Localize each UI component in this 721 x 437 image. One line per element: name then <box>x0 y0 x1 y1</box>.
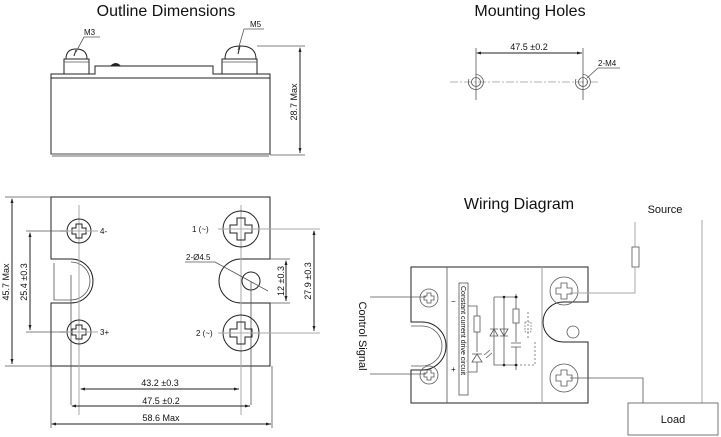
wiring-title: Wiring Diagram <box>464 196 574 213</box>
drive-circuit-box <box>458 282 469 396</box>
relay-body-top <box>50 196 271 367</box>
minus-sign: − <box>451 297 456 306</box>
plus-sign: + <box>451 365 456 374</box>
wiring-mount-hole <box>566 325 580 339</box>
terminal-4-label: 4- <box>100 227 107 236</box>
relay-body-side <box>50 77 271 155</box>
terminal-span-label: 43.2 ±0.3 <box>141 378 178 388</box>
wiring-terminal-plus <box>419 365 439 385</box>
m3-screw <box>63 48 90 75</box>
terminal-3 <box>60 319 98 345</box>
source-label: Source <box>648 204 683 216</box>
hole-span-label: 47.5 ±0.2 <box>142 396 179 406</box>
snubber-resistor <box>512 308 520 324</box>
source-fuse <box>631 246 640 268</box>
terminal-2 <box>218 314 320 352</box>
thread-leader <box>586 67 620 79</box>
mount-hole-left <box>468 74 484 90</box>
internal-circuit <box>468 294 536 373</box>
led-diode <box>471 353 483 363</box>
slot-width-label: 12 ±0.3 <box>276 266 286 296</box>
m3-label: M3 <box>84 28 96 37</box>
relay-body-wiring <box>410 266 589 404</box>
terminal-4 <box>60 218 98 244</box>
m5-leader <box>237 28 264 51</box>
load-label: Load <box>661 414 685 426</box>
terminal-3-label: 3+ <box>100 328 109 337</box>
photo-triac-a <box>489 328 499 337</box>
side-view: M3 M5 28.7 Max <box>50 20 305 157</box>
drive-circuit-label: Constant current drive circuit <box>459 286 466 375</box>
height-label: 28.7 Max <box>289 83 299 121</box>
wiring-terminal-source <box>549 276 579 306</box>
terminal-2-label: 2 (~) <box>196 329 213 338</box>
load-pitch-label: 27.9 ±0.3 <box>303 262 313 299</box>
mounting-title: Mounting Holes <box>474 3 585 20</box>
wiring-terminal-minus <box>419 288 439 308</box>
indicator-led <box>110 63 121 66</box>
hole-label: 2-Ø4.5 <box>186 253 211 262</box>
control-pitch-label: 25.4 ±0.3 <box>19 263 29 300</box>
terminal-1 <box>218 210 320 248</box>
overall-height-label: 45.7 Max <box>1 263 11 301</box>
m5-screw <box>221 45 258 75</box>
top-view: 4- 3+ 1 (~) 2 (~) 2-Ø4.5 45.7 Max 25.4 ±… <box>1 196 320 428</box>
m5-label: M5 <box>250 20 262 29</box>
control-signal-label: Control Signal <box>356 301 368 370</box>
load-box <box>627 402 719 436</box>
terminal-1-label: 1 (~) <box>192 225 209 234</box>
wiring-diagram: Control Signal Constant current drive ci… <box>356 204 719 436</box>
load-wire <box>570 377 644 403</box>
overall-width-label: 58.6 Max <box>142 413 180 423</box>
m3-leader <box>75 36 100 53</box>
mount-hole-right <box>575 74 591 90</box>
hole-spacing-label: 47.5 ±0.2 <box>510 42 547 52</box>
thread-label: 2-M4 <box>598 59 617 68</box>
mounting-holes: 47.5 ±0.2 2-M4 <box>450 42 620 100</box>
resistor-input <box>473 315 481 333</box>
outline-title: Outline Dimensions <box>97 3 236 20</box>
source-wire <box>570 267 636 294</box>
hole-leader <box>185 261 269 292</box>
snubber-capacitor <box>511 342 521 348</box>
